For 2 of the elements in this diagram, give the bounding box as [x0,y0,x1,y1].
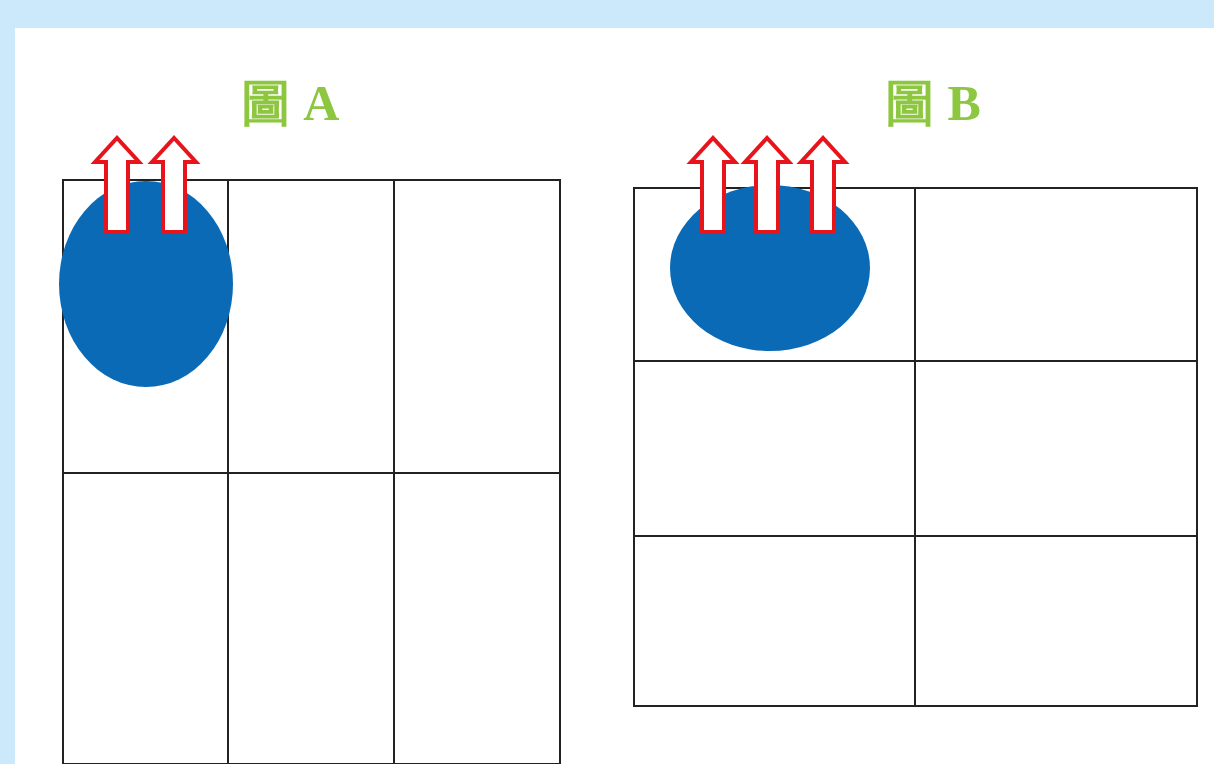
figure-title: 圖 A [240,74,340,133]
figure-title: 圖 B [885,74,981,133]
